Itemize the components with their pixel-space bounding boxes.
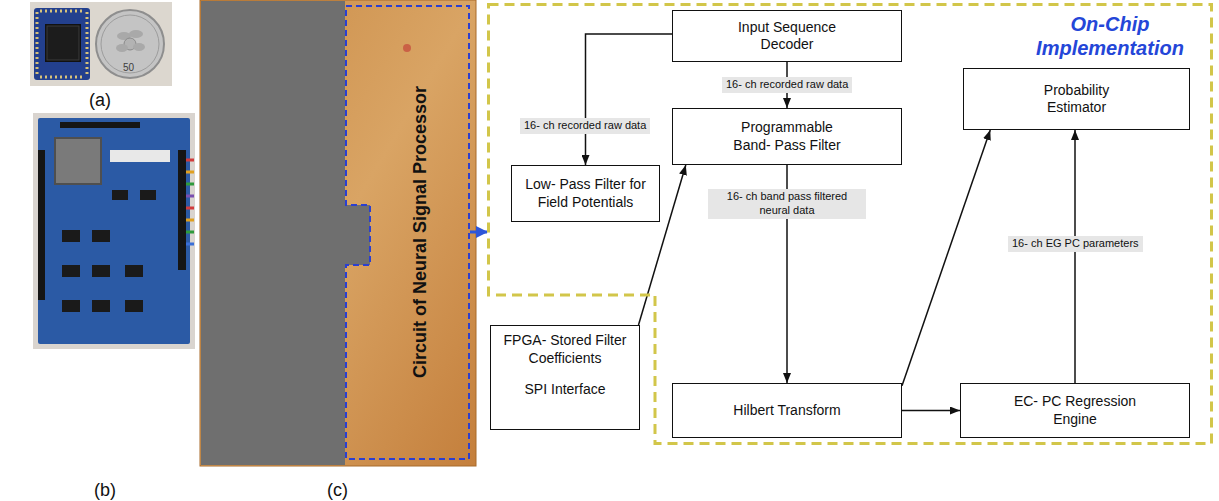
text-stack: Low- Pass Filter for Field Potentials [520, 176, 652, 211]
panel-label: (b) [94, 480, 116, 501]
photo-b-part [62, 230, 80, 242]
text-stack: Probability Estimator [1029, 82, 1124, 117]
photo-b-part [186, 219, 194, 222]
photo-c-part [345, 205, 370, 265]
photo-b-part [186, 231, 194, 234]
photo-b-part [186, 183, 194, 186]
signal-label: 16- ch band pass filtered neural data [708, 189, 866, 219]
connector-arrow [1074, 130, 1076, 383]
photo-a-part [101, 15, 159, 73]
signal-label: 16- ch recorded raw data [722, 77, 852, 93]
text-stack: EC- PC Regression Engine [1005, 393, 1145, 428]
photo-a-part [34, 8, 90, 80]
connector-arrow [902, 410, 960, 412]
connector-arrow [902, 130, 990, 386]
photo-a-part [45, 24, 81, 62]
photo-a [30, 2, 172, 86]
photo-a-part [133, 43, 145, 51]
photo-b-part [186, 243, 194, 246]
signal-label: 16- ch EG PC parameters [1008, 236, 1143, 252]
coin-text: 50 [123, 62, 134, 73]
photo-b-part [186, 195, 194, 198]
box-label: Hilbert Transform [733, 402, 840, 420]
photo-a-part [129, 30, 143, 38]
photo-b-part [92, 265, 110, 277]
photo-b-part [38, 150, 45, 300]
box-sublabel: SPI Interface [525, 381, 606, 399]
photo-b-part [178, 150, 186, 270]
box-label: EC- PC Regression Engine [1005, 393, 1145, 428]
photo-b [33, 113, 195, 349]
photo-b-part [60, 122, 140, 128]
photo-b-part [186, 171, 194, 174]
box-label: FPGA- Stored Filter Coefficients [498, 332, 633, 367]
box-label: Input Sequence Decoder [725, 19, 850, 54]
photo-c-part [403, 44, 411, 52]
photo-c-part [200, 0, 476, 466]
photo-c [200, 0, 476, 466]
dashed-outline-line [489, 5, 1212, 444]
photo-a-part [47, 26, 79, 60]
dashed-outline [345, 5, 470, 460]
region-title: On-Chip Implementation [1020, 12, 1200, 60]
box-label: Probability Estimator [1029, 82, 1124, 117]
photo-b-part [110, 150, 170, 162]
box-label: Programmable Band- Pass Filter [725, 119, 850, 154]
panel-label: (c) [327, 480, 348, 501]
photo-b-part [125, 300, 143, 312]
photo-b-part [186, 207, 194, 210]
process-box: Low- Pass Filter for Field Potentials [511, 165, 660, 222]
photo-b-part [92, 300, 110, 312]
dashed-outline-line [346, 6, 469, 459]
connector-arrow [470, 231, 487, 234]
connector-arrow [586, 34, 673, 165]
photo-b-part [62, 265, 80, 277]
text-stack: FPGA- Stored Filter CoefficientsSPI Inte… [498, 332, 633, 399]
photo-a-part [36, 12, 39, 76]
photo-a-part [96, 10, 164, 78]
photo-a-part [40, 10, 84, 13]
text-stack: Input Sequence Decoder [725, 19, 850, 54]
process-box: FPGA- Stored Filter CoefficientsSPI Inte… [490, 325, 640, 430]
photo-a-part [86, 12, 89, 76]
photo-b-part [92, 230, 110, 242]
photo-a-part [30, 2, 172, 86]
region-label: Circuit of Neural Signal Processor [410, 86, 431, 378]
process-box: Hilbert Transform [672, 383, 902, 438]
text-stack: Hilbert Transform [733, 402, 840, 420]
box-label: Low- Pass Filter for Field Potentials [520, 176, 652, 211]
process-box: EC- PC Regression Engine [960, 383, 1190, 438]
photo-b-part [186, 159, 194, 162]
photo-a-part [116, 44, 128, 52]
photo-b-part [33, 113, 195, 349]
signal-label: 16- ch recorded raw data [520, 118, 650, 134]
photo-b-part [55, 138, 101, 184]
process-box: Probability Estimator [963, 68, 1190, 130]
process-box: Input Sequence Decoder [672, 10, 902, 62]
photo-b-part [62, 300, 80, 312]
photo-b-part [38, 118, 190, 344]
photo-c-part [201, 1, 345, 465]
panel-label: (a) [89, 90, 111, 111]
text-stack: Programmable Band- Pass Filter [725, 119, 850, 154]
photo-a-part [40, 76, 84, 79]
chip-region: Circuit of Neural Signal Processor [345, 5, 470, 460]
photo-b-part [125, 265, 143, 277]
process-box: Programmable Band- Pass Filter [672, 108, 902, 165]
photo-b-part [140, 190, 156, 200]
photo-b-part [112, 190, 128, 200]
